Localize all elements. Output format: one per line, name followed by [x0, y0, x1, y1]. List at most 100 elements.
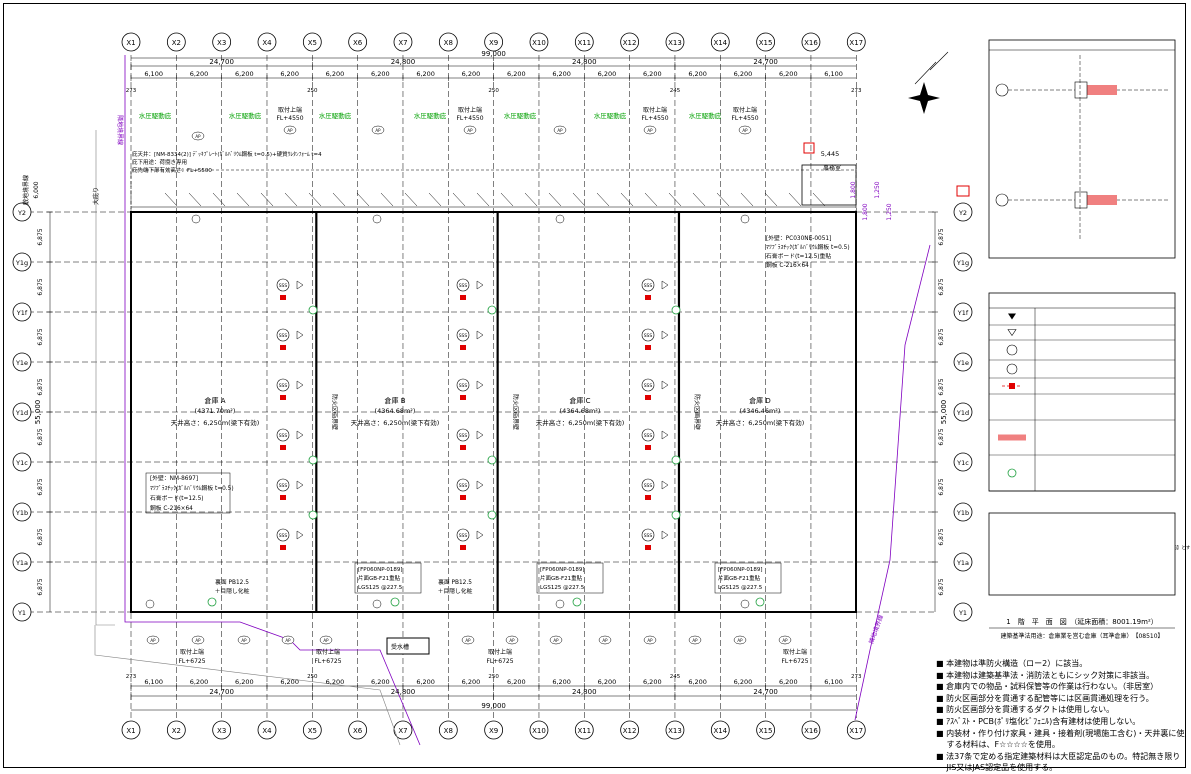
- sss-marker-label: SSS: [459, 533, 468, 539]
- outer-wall-left-note: [外壁：NM-8697]: [150, 474, 198, 482]
- ap-marker-label: AP: [195, 134, 201, 139]
- mount-top-value: FL+4550: [276, 115, 303, 122]
- grid-label-x: X13: [668, 39, 682, 47]
- grid-bubble: [953, 452, 973, 472]
- callout-box: [536, 562, 604, 594]
- grid-bubble: [953, 202, 973, 222]
- door-swing: [356, 192, 370, 207]
- grid-label-x: X17: [849, 727, 863, 735]
- edge-offset: 250: [307, 88, 318, 94]
- grid-label-x: X9: [489, 39, 498, 47]
- grid-bubble: [212, 720, 232, 740]
- edge-offset: 273: [851, 674, 862, 680]
- site-line: [95, 130, 115, 626]
- span-dim: 6,200: [507, 70, 526, 78]
- door-swing: [524, 192, 538, 207]
- grid-bubble: [12, 402, 32, 422]
- canopy-label: 水圧駆動庇: [414, 111, 447, 120]
- span-dim: 6,200: [598, 70, 617, 78]
- fire-info-panel: [988, 512, 1176, 596]
- ap-marker-label: AP: [323, 638, 329, 643]
- grid-bubble: [302, 32, 322, 52]
- sss-marker-label: SSS: [644, 433, 653, 439]
- overall-dim-y: 55,000: [940, 400, 948, 425]
- grid-bubble: [801, 720, 821, 740]
- plan-subtitle: 建築基準法用途：倉庫業を営む倉庫（耳準倉庫） 【08510】: [1000, 632, 1163, 640]
- mount-bottom-label: 取付上端: [488, 648, 512, 656]
- fire-wall-label: 防火区画界壁: [512, 394, 520, 430]
- mount-bottom-label: 取付上端: [783, 648, 807, 656]
- specific-fire-mark: [280, 545, 286, 550]
- ap-marker: [281, 635, 295, 645]
- specific-fire-mark: [645, 295, 651, 300]
- canopy-label: 水圧駆動庇: [319, 111, 352, 120]
- grid-bubble: [393, 720, 413, 740]
- group-dim: 24,700: [753, 58, 778, 66]
- ap-marker: [461, 635, 475, 645]
- legend-solid-triangle-icon: [1008, 313, 1016, 320]
- brace-marker: [372, 214, 382, 224]
- y-span-dim: 6,875: [938, 528, 945, 545]
- grid-label-x: X1: [126, 39, 135, 47]
- sss-marker: [641, 278, 655, 292]
- group-dim: 24,800: [572, 58, 597, 66]
- grid-bubble: [995, 83, 1009, 97]
- grid-label-y: Y1d: [15, 409, 28, 417]
- legend-spandrel-icon: [998, 434, 1026, 441]
- span-dim: 6,200: [779, 678, 798, 686]
- door-swing: [500, 192, 514, 207]
- sss-marker: [276, 378, 290, 392]
- general-note: ■ 防火区画部分を貫通するダクトは使用しない。: [936, 705, 1115, 715]
- specific-fire-mark: [645, 345, 651, 350]
- y-span-dim: 6,875: [938, 478, 945, 495]
- grid-bubble: [620, 720, 640, 740]
- overall-dim: 99,000: [481, 50, 506, 58]
- y-span-dim: 6,875: [938, 578, 945, 595]
- sss-marker: [641, 428, 655, 442]
- canopy-label: 水圧駆動庇: [594, 111, 627, 120]
- grid-bubble: [665, 720, 685, 740]
- y-span-dim: 6,875: [37, 378, 44, 395]
- grid-label-x: X2: [172, 39, 181, 47]
- grid-label-x: X16: [804, 727, 818, 735]
- general-note: JIS又はJAS認定品を使用する。: [936, 763, 1058, 773]
- canopy-note: 庇先端下部有効高さ：FL+5500: [132, 166, 212, 174]
- grid-bubble: [953, 402, 973, 422]
- door-swing: [548, 192, 562, 207]
- grid-bubble: [801, 32, 821, 52]
- span-dim: 6,200: [643, 70, 662, 78]
- grid-bubble: [756, 32, 776, 52]
- overall-dim-y: 55,000: [34, 400, 42, 425]
- ap-marker-label: AP: [602, 638, 608, 643]
- group-dim: 24,700: [753, 688, 778, 696]
- door-swing: [236, 192, 250, 207]
- outer-wall-left-note: 鋼板 C-216×64: [150, 504, 193, 512]
- grid-label-y: Y1c: [15, 459, 28, 467]
- edge-offset: 250: [488, 88, 499, 94]
- grid-label-y: Y1a: [956, 559, 969, 567]
- ap-marker-label: AP: [375, 128, 381, 133]
- partition-note: LGS125 @227.5: [358, 585, 403, 591]
- general-note: ■ 本建物は建築基準法・消防法ともにシック対策に非該当。: [936, 670, 1155, 680]
- extinguisher-marker: [308, 510, 318, 520]
- warehouse-area: (4364.68m²): [375, 407, 416, 415]
- grid-label-x: X3: [217, 727, 226, 735]
- span-dim: 6,200: [734, 678, 753, 686]
- grid-label-x: X9: [489, 727, 498, 735]
- warehouse-name: 倉庫 C: [569, 396, 590, 405]
- sss-marker-label: SSS: [644, 283, 653, 289]
- y-span-dim: 6,875: [938, 228, 945, 245]
- back-panel-label: 裏面 PB12.5: [438, 578, 472, 586]
- ap-marker-label: AP: [241, 638, 247, 643]
- y-span-dim: 6,875: [938, 328, 945, 345]
- grid-label-x: X6: [353, 727, 363, 735]
- canopy-label: 水圧駆動庇: [504, 111, 537, 120]
- extinguisher-marker: [671, 510, 681, 520]
- eave-label: 大庇り: [92, 187, 100, 205]
- outer-wall-left-note: ﾏﾂﾌﾞﾗｽﾁｯｸ(ｶﾞﾙﾊﾞﾘｳﾑ鋼板 t=0.5): [150, 484, 234, 492]
- partition-note: LGS125 @227.5: [718, 585, 763, 591]
- door-swing: [308, 192, 322, 207]
- grid-label-x: X8: [444, 39, 453, 47]
- span-dim: 6,200: [371, 678, 390, 686]
- fence-label: 隣地境界線: [867, 614, 885, 645]
